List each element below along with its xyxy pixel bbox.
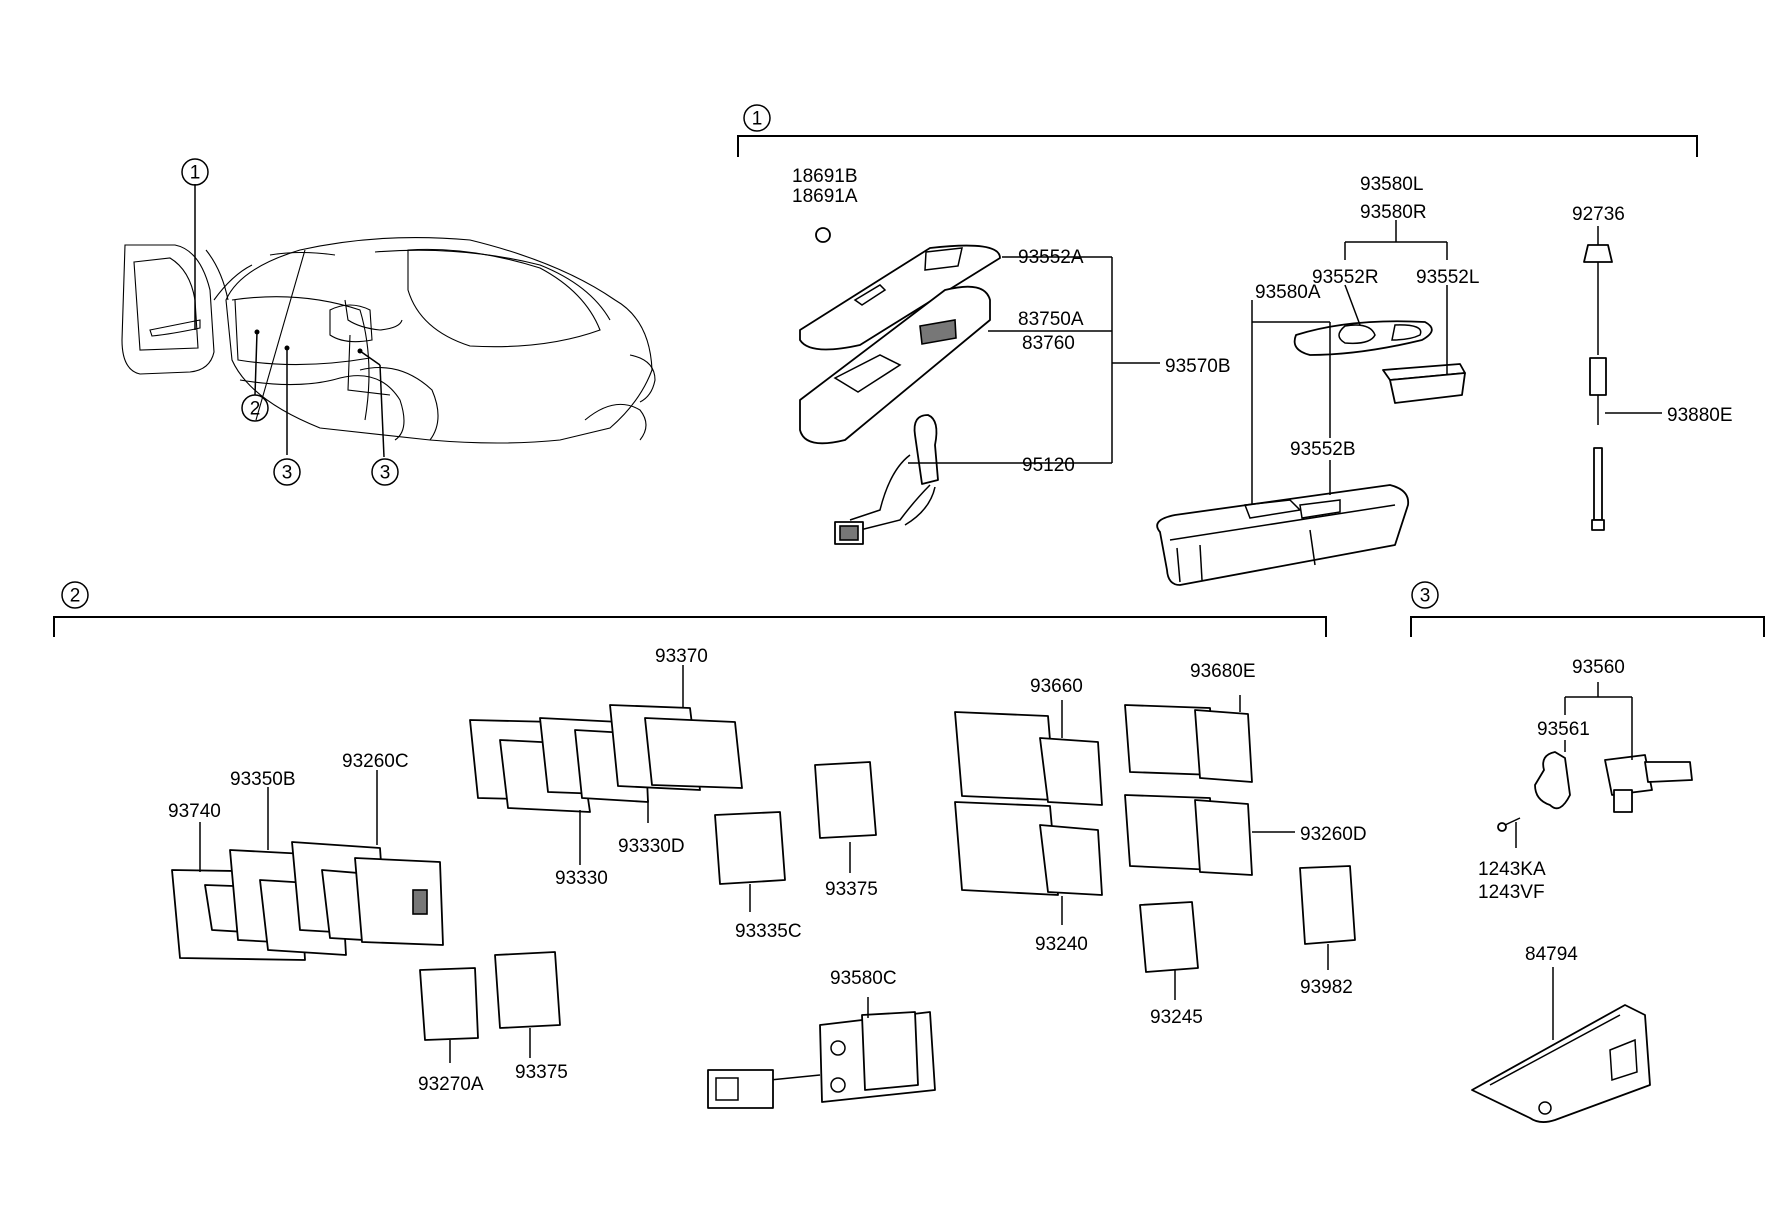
callout-car-1: 1 <box>181 158 209 186</box>
part-93260C: 93260C <box>342 751 409 772</box>
connector-switch-93580C <box>707 1011 936 1109</box>
part-93552L: 93552L <box>1416 267 1479 288</box>
part-93580R: 93580R <box>1360 202 1427 223</box>
callout-car-3b: 3 <box>371 458 399 486</box>
part-93880E: 93880E <box>1667 405 1733 426</box>
svg-text:2: 2 <box>70 586 81 607</box>
bracket-84794 <box>1471 1004 1651 1123</box>
callout-section-3: 3 <box>1411 581 1439 609</box>
part-1243VF: 1243VF <box>1478 882 1545 903</box>
passenger-switch-cover <box>1293 320 1466 404</box>
part-83750A: 83750A <box>1018 309 1084 330</box>
part-93260D: 93260D <box>1300 824 1367 845</box>
small-switches-center <box>419 761 877 1041</box>
callout-car-3a: 3 <box>273 458 301 486</box>
part-95120: 95120 <box>1022 455 1075 476</box>
part-93570B: 93570B <box>1165 356 1231 377</box>
part-93270A: 93270A <box>418 1074 484 1095</box>
part-93335C: 93335C <box>735 921 802 942</box>
part-93552A: 93552A <box>1018 247 1084 268</box>
leader-lines <box>199 220 1662 1063</box>
svg-text:2: 2 <box>250 399 261 420</box>
part-93680E: 93680E <box>1190 661 1256 682</box>
callout-section-2: 2 <box>61 581 89 609</box>
svg-text:3: 3 <box>282 463 293 484</box>
svg-text:1: 1 <box>190 163 201 184</box>
section-3-bracket <box>1410 616 1765 637</box>
callout-car-2: 2 <box>241 394 269 422</box>
part-93580C: 93580C <box>830 968 897 989</box>
part-93370: 93370 <box>655 646 708 667</box>
part-93245: 93245 <box>1150 1007 1203 1028</box>
section-2-bracket <box>53 616 1327 637</box>
part-92736: 92736 <box>1572 204 1625 225</box>
door-lamp-switch-part <box>1583 244 1613 531</box>
part-93561: 93561 <box>1537 719 1590 740</box>
part-93740: 93740 <box>168 801 221 822</box>
part-93560: 93560 <box>1572 657 1625 678</box>
switch-cluster-right <box>954 704 1356 973</box>
car-overview <box>121 184 656 458</box>
callout-section-1: 1 <box>743 104 771 132</box>
part-93552R: 93552R <box>1312 267 1379 288</box>
part-93375-a: 93375 <box>825 879 878 900</box>
part-84794: 84794 <box>1525 944 1578 965</box>
switch-cluster-left <box>171 841 444 961</box>
svg-text:3: 3 <box>380 463 391 484</box>
part-93580A: 93580A <box>1255 282 1321 303</box>
part-93580L: 93580L <box>1360 174 1423 195</box>
part-93375-b: 93375 <box>515 1062 568 1083</box>
part-93330: 93330 <box>555 868 608 889</box>
passenger-window-switch <box>1156 484 1410 586</box>
switch-row-93370 <box>469 704 743 813</box>
part-93330D: 93330D <box>618 836 685 857</box>
master-window-switch <box>799 227 1001 545</box>
door-lamp-switch-93560 <box>1497 751 1693 832</box>
part-labels: 18691B 18691A 93552A 83750A 83760 93570B… <box>168 166 1733 1095</box>
part-18691B: 18691B <box>792 166 858 187</box>
section-1-bracket <box>737 135 1698 157</box>
part-18691A: 18691A <box>792 186 858 207</box>
part-93552B: 93552B <box>1290 439 1356 460</box>
part-93240: 93240 <box>1035 934 1088 955</box>
part-93350B: 93350B <box>230 769 296 790</box>
part-93982: 93982 <box>1300 977 1353 998</box>
part-83760: 83760 <box>1022 333 1075 354</box>
part-1243KA: 1243KA <box>1478 859 1546 880</box>
svg-text:1: 1 <box>752 109 763 130</box>
svg-text:3: 3 <box>1420 586 1431 607</box>
part-93660: 93660 <box>1030 676 1083 697</box>
